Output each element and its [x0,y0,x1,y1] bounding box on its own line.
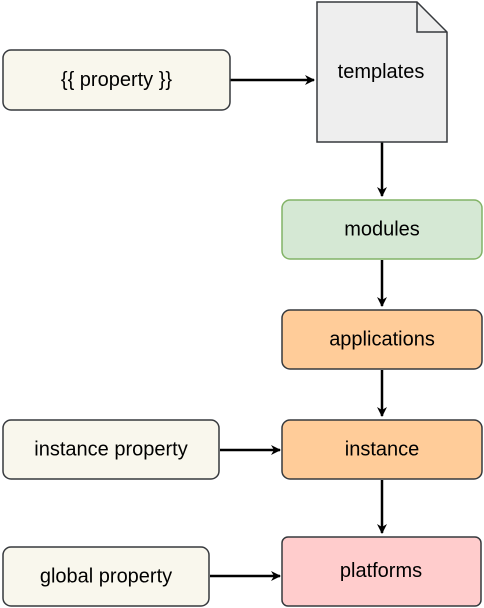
instance-property-label: instance property [34,439,187,461]
instance-property-node[interactable]: instance property [2,419,220,480]
platforms-label: platforms [340,560,422,582]
modules-node[interactable]: modules [281,199,483,260]
modules-label: modules [344,219,420,241]
document-icon [316,1,448,143]
applications-node[interactable]: applications [281,309,483,370]
instance-node[interactable]: instance [281,419,483,480]
global-property-box [2,546,210,607]
templates-label: templates [338,61,425,83]
property-template-node[interactable]: {{ property }} [2,49,231,111]
global-property-node[interactable]: global property [2,546,210,607]
modules-box [281,199,483,260]
applications-box [281,309,483,370]
property-template-box [2,49,231,111]
document-fold-icon [416,2,447,33]
global-property-label: global property [40,566,172,588]
templates-node[interactable]: templates [316,1,448,143]
platforms-box [281,536,482,607]
platforms-node[interactable]: platforms [281,536,482,607]
property-template-label: {{ property }} [61,69,173,91]
instance-label: instance [345,439,420,461]
instance-property-box [2,419,220,480]
applications-label: applications [329,329,435,351]
instance-box [281,419,483,480]
edges [210,75,387,581]
